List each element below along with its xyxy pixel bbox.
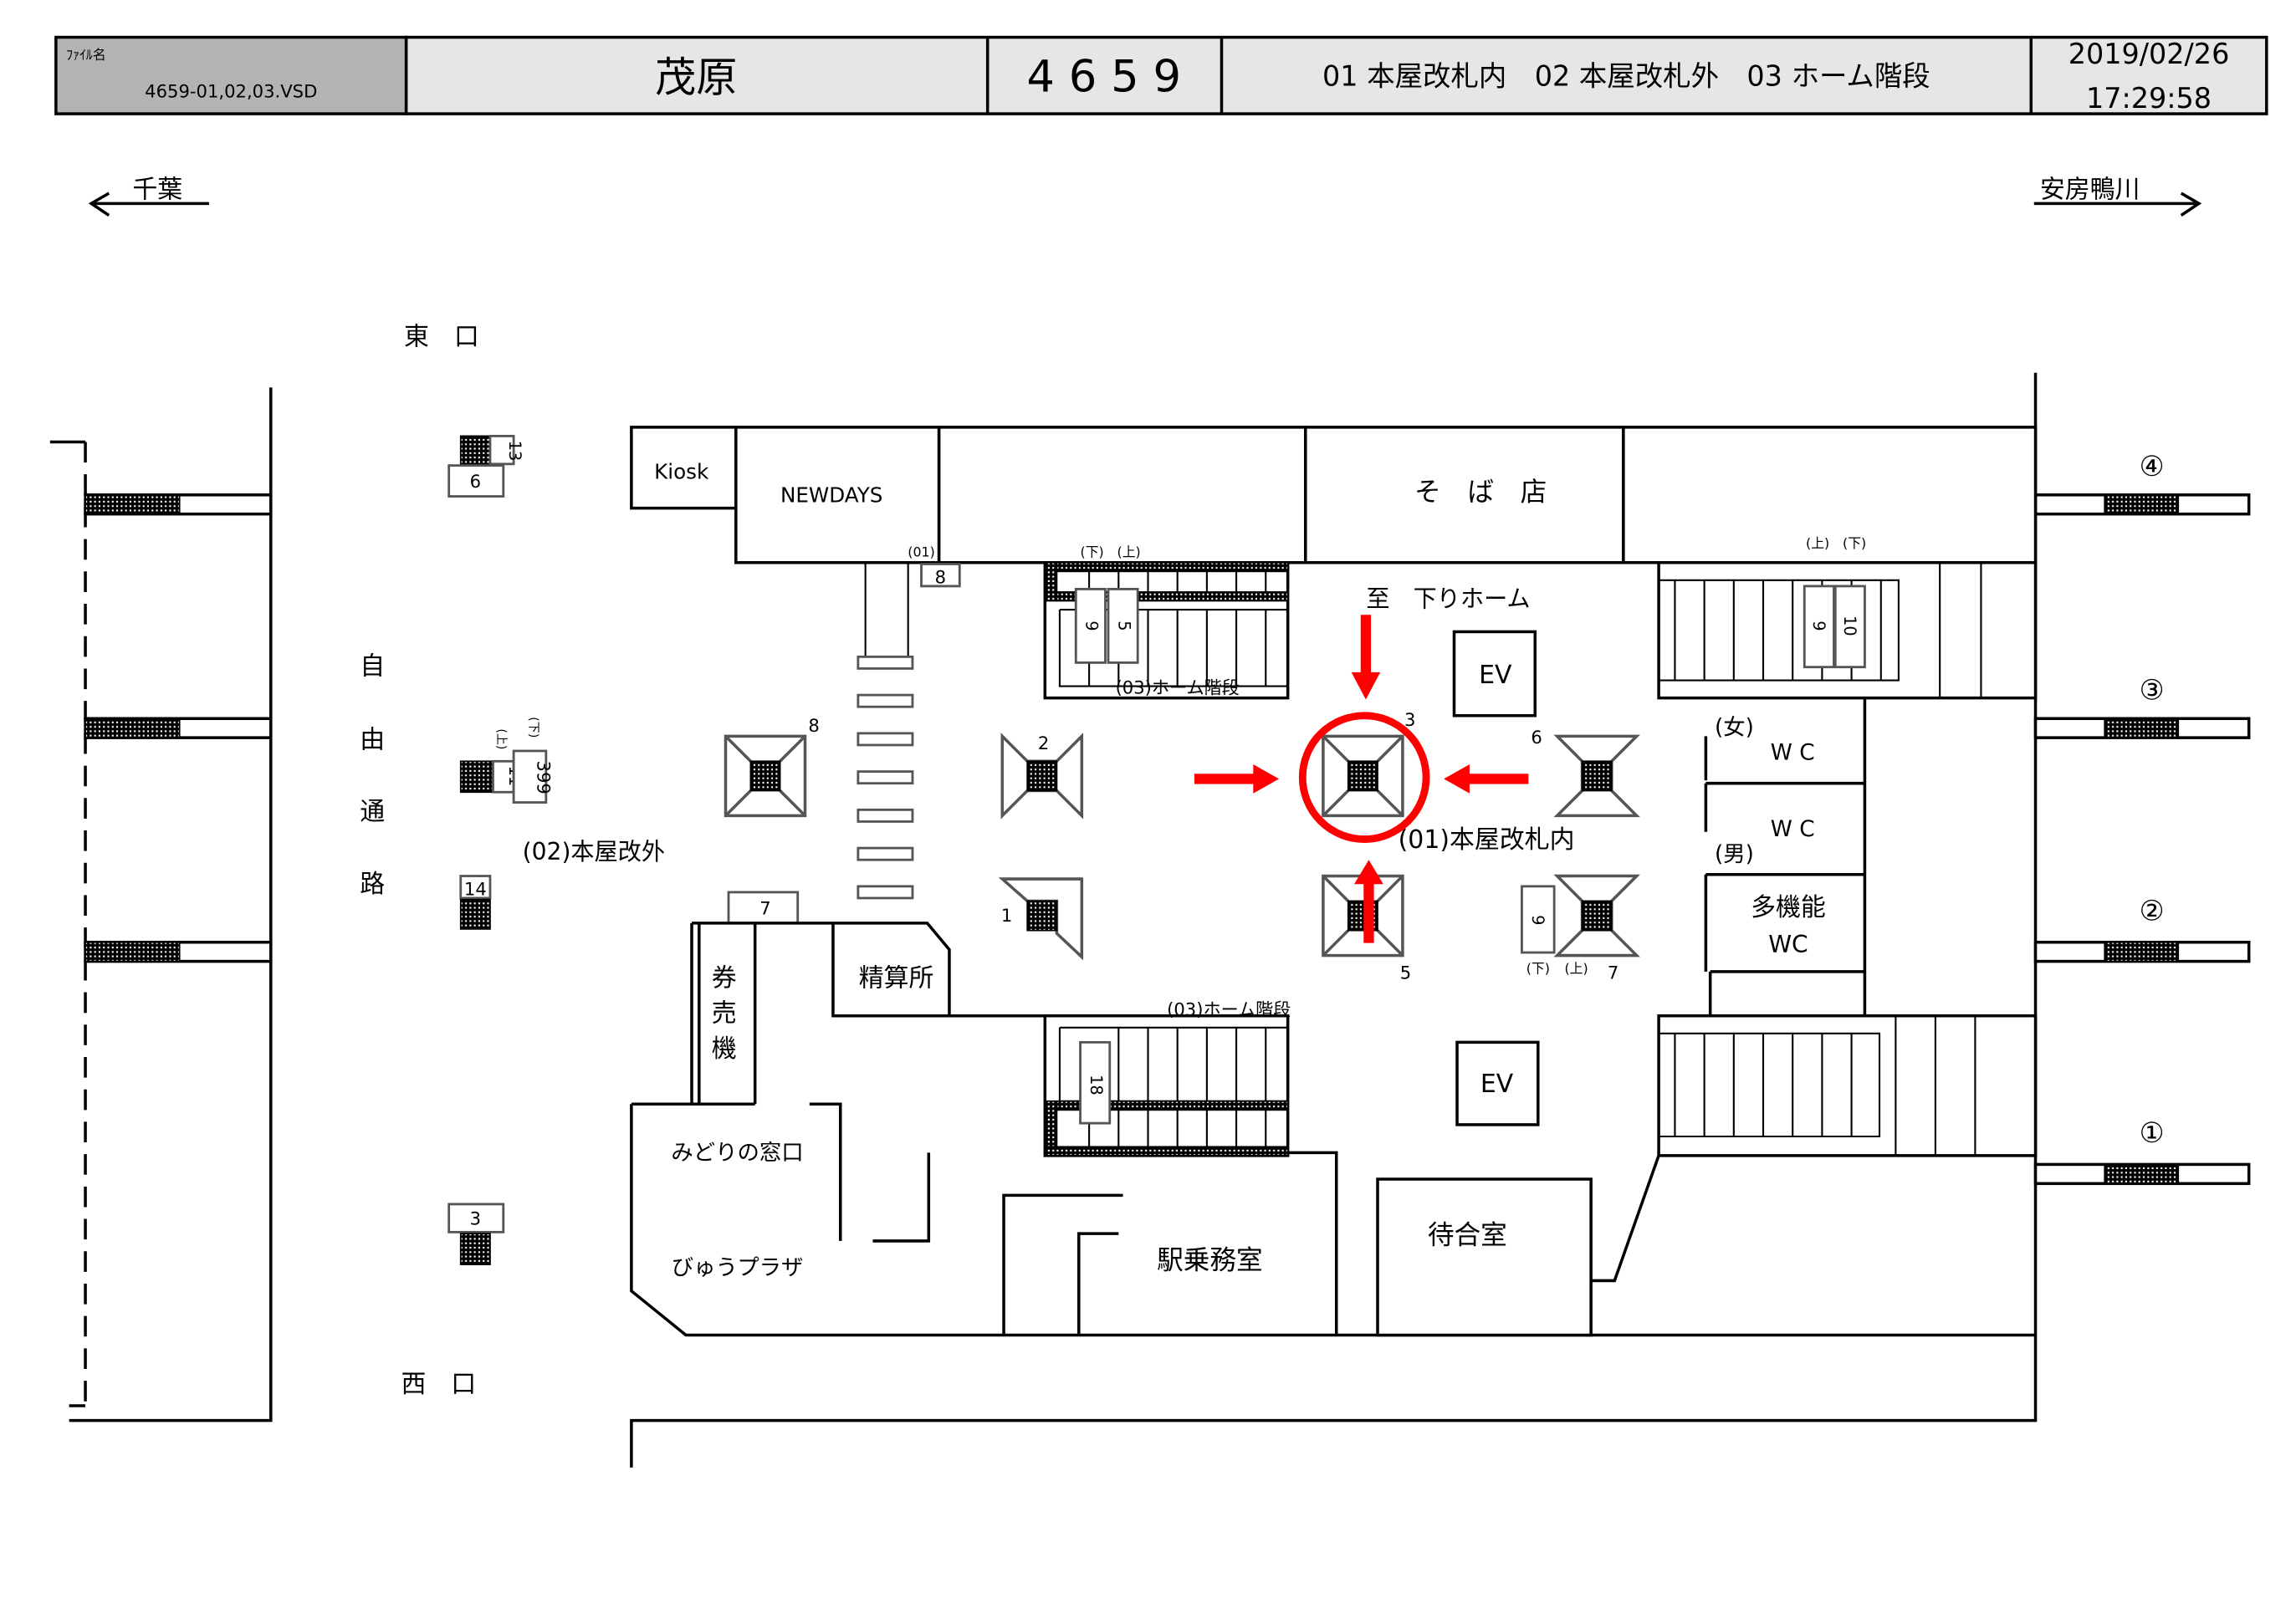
svg-text:6: 6 bbox=[1531, 727, 1542, 748]
arrow-up-icon bbox=[1354, 860, 1383, 943]
svg-text:9: 9 bbox=[1528, 915, 1547, 925]
elevator-top bbox=[1452, 630, 1537, 718]
svg-text:多機能: 多機能 bbox=[1751, 893, 1826, 922]
svg-text:WC: WC bbox=[1768, 931, 1808, 958]
svg-text:自: 自 bbox=[360, 651, 385, 681]
svg-text:(下): (下) bbox=[1526, 961, 1550, 977]
svg-text:売: 売 bbox=[712, 999, 737, 1029]
platform-4-label: ④ bbox=[2140, 450, 2165, 483]
direction-chiba: 千葉 bbox=[88, 175, 209, 217]
shops-row: Kiosk NEWDAYS そ ば 店 (01) 8 bbox=[630, 426, 2038, 587]
svg-text:399: 399 bbox=[533, 761, 554, 794]
svg-text:機: 機 bbox=[712, 1034, 737, 1064]
stairs-top-right: 9 10 (上) (下) bbox=[1657, 535, 2038, 700]
left-platform bbox=[49, 387, 273, 1422]
ticket-gates: 8 2 1 3 6 5 7 9 (下) (上) bbox=[724, 709, 1639, 983]
lower-left-rooms: 7 券 売 機 精算所 みどりの窓口 びゅうプラザ bbox=[630, 891, 2036, 1337]
svg-text:7: 7 bbox=[1608, 963, 1618, 983]
svg-text:(女): (女) bbox=[1715, 716, 1754, 741]
outside-gate-area-label: (02)本屋改外 bbox=[523, 838, 665, 866]
lower-rooms: 駅乗務室 待合室 bbox=[1002, 1151, 1593, 1337]
svg-text:(上): (上) bbox=[1117, 544, 1141, 560]
file-name-label: ﾌｧｲﾙ名 bbox=[66, 47, 105, 63]
title-block: ﾌｧｲﾙ名 4659-01,02,03.VSD 茂原 4 6 5 9 01 本屋… bbox=[54, 35, 2268, 115]
svg-text:EV: EV bbox=[1479, 661, 1512, 690]
stairs-bottom-label: (03)ホーム階段 bbox=[1167, 999, 1291, 1020]
midori-label: みどりの窓口 bbox=[671, 1141, 803, 1166]
platform-1-label: ① bbox=[2140, 1116, 2165, 1149]
stairs-top-left: 9 5 (下) (上) (03)ホーム階段 bbox=[1043, 544, 1290, 700]
station-office-label: 駅乗務室 bbox=[1157, 1245, 1263, 1275]
arrow-down-icon bbox=[1351, 615, 1381, 700]
svg-text:8: 8 bbox=[935, 566, 946, 587]
svg-text:14: 14 bbox=[464, 878, 487, 899]
svg-text:由: 由 bbox=[360, 725, 385, 754]
arrow-left-icon bbox=[1444, 764, 1529, 794]
step-column bbox=[857, 562, 914, 900]
svg-text:W C: W C bbox=[1771, 817, 1815, 842]
platform-3-label: ③ bbox=[2140, 673, 2165, 706]
elevator-bottom bbox=[1455, 1040, 1540, 1126]
print-time: 17:29:58 bbox=[2086, 82, 2212, 115]
svg-text:5: 5 bbox=[1400, 963, 1411, 983]
kiosk-label: Kiosk bbox=[654, 459, 709, 483]
free-passage-label: 自 由 通 路 bbox=[360, 651, 385, 898]
svg-text:6: 6 bbox=[470, 471, 481, 492]
svg-text:通: 通 bbox=[360, 798, 385, 827]
west-exit-label: 西 口 bbox=[401, 1370, 476, 1399]
highlight-marker bbox=[1194, 615, 1529, 943]
svg-text:W C: W C bbox=[1771, 741, 1815, 766]
seisanjo-label: 精算所 bbox=[859, 964, 934, 993]
svg-text:(下): (下) bbox=[1081, 544, 1104, 560]
stairs-top-label: (03)ホーム階段 bbox=[1116, 677, 1240, 697]
toilets: (女) W C W C (男) 多機能 WC bbox=[1704, 697, 1867, 1016]
map-titles: 01 本屋改札内 02 本屋改札外 03 ホーム階段 bbox=[1322, 60, 1930, 93]
svg-text:2: 2 bbox=[1038, 733, 1049, 753]
svg-text:(男): (男) bbox=[1715, 842, 1754, 867]
svg-text:券: 券 bbox=[712, 964, 737, 993]
svg-text:7: 7 bbox=[759, 897, 770, 918]
soba-label: そ ば 店 bbox=[1414, 477, 1547, 508]
svg-text:9: 9 bbox=[1809, 620, 1828, 631]
newdays-label: NEWDAYS bbox=[780, 483, 882, 508]
svg-text:千葉: 千葉 bbox=[132, 175, 182, 204]
svg-text:安房鴨川: 安房鴨川 bbox=[2040, 175, 2140, 204]
stairs-bottom-left: 18 (03)ホーム階段 bbox=[1043, 999, 1291, 1157]
east-exit-label: 東 口 bbox=[404, 322, 479, 351]
station-code: 4 6 5 9 bbox=[1026, 52, 1181, 103]
svg-text:(下): (下) bbox=[1843, 535, 1866, 551]
svg-text:路: 路 bbox=[360, 870, 385, 899]
svg-text:3: 3 bbox=[1404, 709, 1415, 730]
svg-text:(上): (上) bbox=[1564, 961, 1588, 977]
svg-text:1: 1 bbox=[1001, 905, 1012, 926]
station-name: 茂原 bbox=[655, 54, 738, 102]
svg-text:18: 18 bbox=[1087, 1075, 1106, 1095]
right-platforms: ④ ③ ② ① bbox=[630, 372, 2251, 1468]
svg-text:13: 13 bbox=[505, 441, 524, 462]
platform-2-label: ② bbox=[2140, 894, 2165, 927]
svg-text:9: 9 bbox=[1082, 620, 1102, 631]
outside-signs: 13 6 11 399 (上) (下) 14 3 bbox=[447, 435, 554, 1265]
direction-awakamogawa: 安房鴨川 bbox=[2033, 175, 2202, 217]
svg-text:3: 3 bbox=[470, 1208, 481, 1229]
svg-text:EV: EV bbox=[1480, 1070, 1514, 1099]
inside-gate-area-label: (01)本屋改札内 bbox=[1399, 825, 1575, 855]
view-plaza-label: びゅうプラザ bbox=[672, 1255, 804, 1280]
stairs-bottom-right bbox=[1589, 1014, 2038, 1283]
to-down-platform-label: 至 下りホーム bbox=[1366, 585, 1530, 613]
file-name: 4659-01,02,03.VSD bbox=[145, 81, 317, 102]
svg-text:(01): (01) bbox=[908, 544, 935, 560]
print-date: 2019/02/26 bbox=[2068, 38, 2230, 70]
svg-text:10: 10 bbox=[1840, 615, 1859, 636]
arrow-right-icon bbox=[1194, 764, 1280, 794]
svg-text:8: 8 bbox=[808, 715, 819, 736]
svg-text:(上): (上) bbox=[494, 728, 508, 749]
svg-text:(下): (下) bbox=[526, 717, 539, 738]
svg-text:5: 5 bbox=[1114, 620, 1133, 631]
waiting-room-label: 待合室 bbox=[1428, 1220, 1507, 1250]
svg-text:(上): (上) bbox=[1806, 535, 1829, 551]
